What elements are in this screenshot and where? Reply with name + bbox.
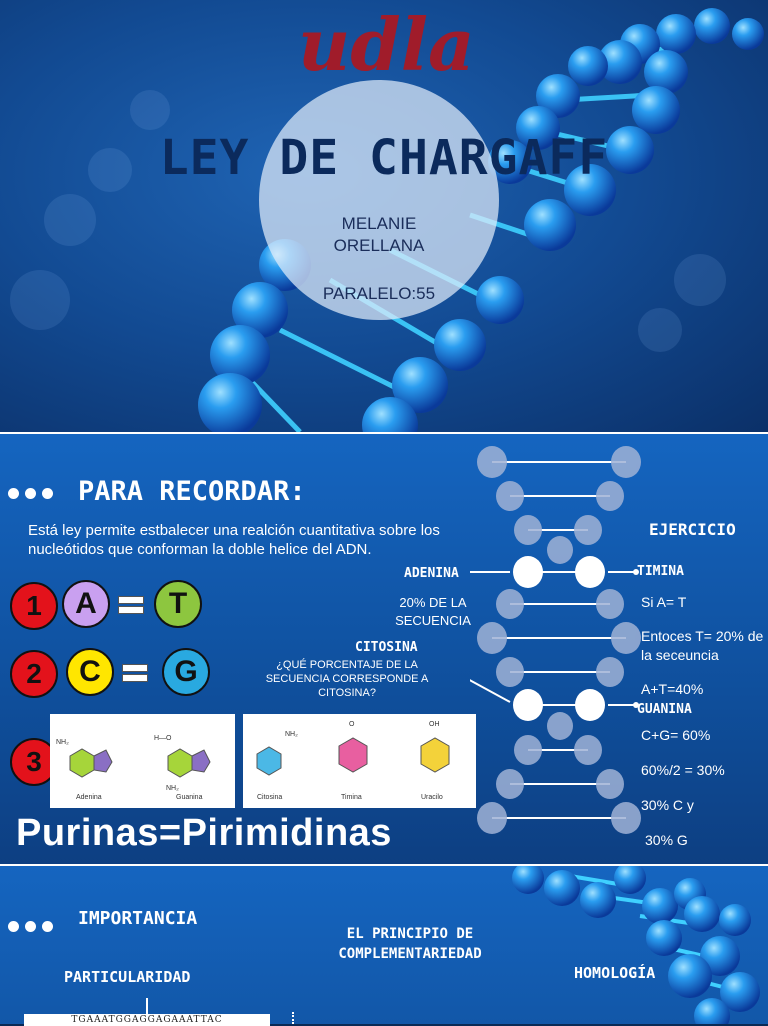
- author-last-name: ORELLANA: [333, 236, 425, 255]
- bullet-dots-icon: [8, 486, 59, 504]
- dna-sequence-strip: TGAAATGGAGGAGAAATTAC: [24, 1014, 270, 1026]
- rule-number-1: 1: [10, 582, 58, 630]
- step-1: Si A= T: [641, 594, 687, 610]
- base-c-circle: C: [66, 648, 114, 696]
- svg-text:udla: udla: [298, 2, 470, 82]
- dotted-connector: [292, 1012, 296, 1024]
- section-heading: PARA RECORDAR:: [78, 476, 306, 507]
- citosina-caption: Citosina: [257, 794, 283, 801]
- importance-slide: IMPORTANCIA PARTICULARIDAD EL PRINCIPIO …: [0, 866, 768, 1024]
- rule-number-2: 2: [10, 650, 58, 698]
- connector-line: [146, 998, 148, 1014]
- intro-text: Está ley permite estbalecer una realción…: [28, 522, 440, 558]
- pyrimidines-structures: NH₂ O OH Citosina Timina Uracilo: [243, 714, 476, 808]
- pyrimidine-molecules-icon: NH₂ O OH: [256, 721, 450, 776]
- paralelo-label: PARALELO:55: [322, 284, 436, 303]
- author-first-name: MELANIE: [341, 214, 417, 233]
- purinas-pirimidinas-text: Purinas=Pirimidinas: [16, 812, 392, 854]
- equals-top-icon: [122, 664, 148, 672]
- step-3: A+T=40%: [641, 681, 704, 697]
- base-t-circle: T: [154, 580, 202, 628]
- svg-text:NH₂: NH₂: [166, 785, 179, 792]
- svg-text:OH: OH: [429, 721, 440, 728]
- title-circle: [259, 80, 499, 320]
- svg-text:O: O: [349, 721, 355, 728]
- timina-label: TIMINA: [637, 564, 684, 579]
- exercise-title: EJERCICIO: [649, 520, 736, 539]
- uracilo-caption: Uracilo: [421, 794, 443, 801]
- svg-text:NH₂: NH₂: [56, 739, 69, 746]
- slide-divider: [0, 864, 768, 866]
- importance-heading: IMPORTANCIA: [78, 908, 198, 929]
- adenina-caption: Adenina: [76, 794, 102, 801]
- slide-divider: [0, 432, 768, 434]
- base-a-circle: A: [62, 580, 110, 628]
- step-2: Entoces T= 20% de la seceuncia: [641, 628, 764, 663]
- equals-bottom-icon: [118, 606, 144, 614]
- schematic-helix: [470, 446, 641, 834]
- purine-molecules-icon: NH₂ H—O NH₂: [56, 735, 211, 792]
- complementariedad-heading: EL PRINCIPIO DE COMPLEMENTARIEDAD: [338, 926, 482, 962]
- purines-structures: NH₂ H—O NH₂ Adenina Guanina: [50, 714, 235, 808]
- bullet-dots-icon: [8, 919, 59, 937]
- homologia-heading: HOMOLOGÍA: [574, 964, 656, 982]
- page-title: LEY DE CHARGAFF: [159, 130, 609, 186]
- udla-logo: udla: [298, 2, 470, 82]
- base-g-circle: G: [162, 648, 210, 696]
- svg-text:H—O: H—O: [154, 735, 172, 742]
- equals-top-icon: [118, 596, 144, 604]
- timina-caption: Timina: [341, 794, 362, 801]
- step-5: 60%/2 = 30%: [641, 762, 725, 778]
- title-slide: udla LEY DE CHARGAFF MELANIE ORELLANA PA…: [0, 0, 768, 432]
- adenina-percentage: 20% DE LA SECUENCIA: [395, 595, 471, 628]
- equals-bottom-icon: [122, 674, 148, 682]
- remember-slide: PARA RECORDAR: Está ley permite estbalec…: [0, 434, 768, 864]
- step-7: 30% G: [645, 832, 688, 848]
- guanina-caption: Guanina: [176, 794, 203, 801]
- dna-helix-decoration: [512, 866, 760, 1024]
- adenina-label: ADENINA: [404, 566, 459, 581]
- svg-text:NH₂: NH₂: [285, 731, 298, 738]
- particularidad-heading: PARTICULARIDAD: [64, 968, 191, 986]
- citosina-label: CITOSINA: [355, 640, 418, 655]
- step-6: 30% C y: [641, 797, 694, 813]
- question-text: ¿QUÉ PORCENTAJE DE LA SECUENCIA CORRESPO…: [265, 659, 429, 699]
- guanina-label: GUANINA: [637, 702, 692, 717]
- step-4: C+G= 60%: [641, 727, 711, 743]
